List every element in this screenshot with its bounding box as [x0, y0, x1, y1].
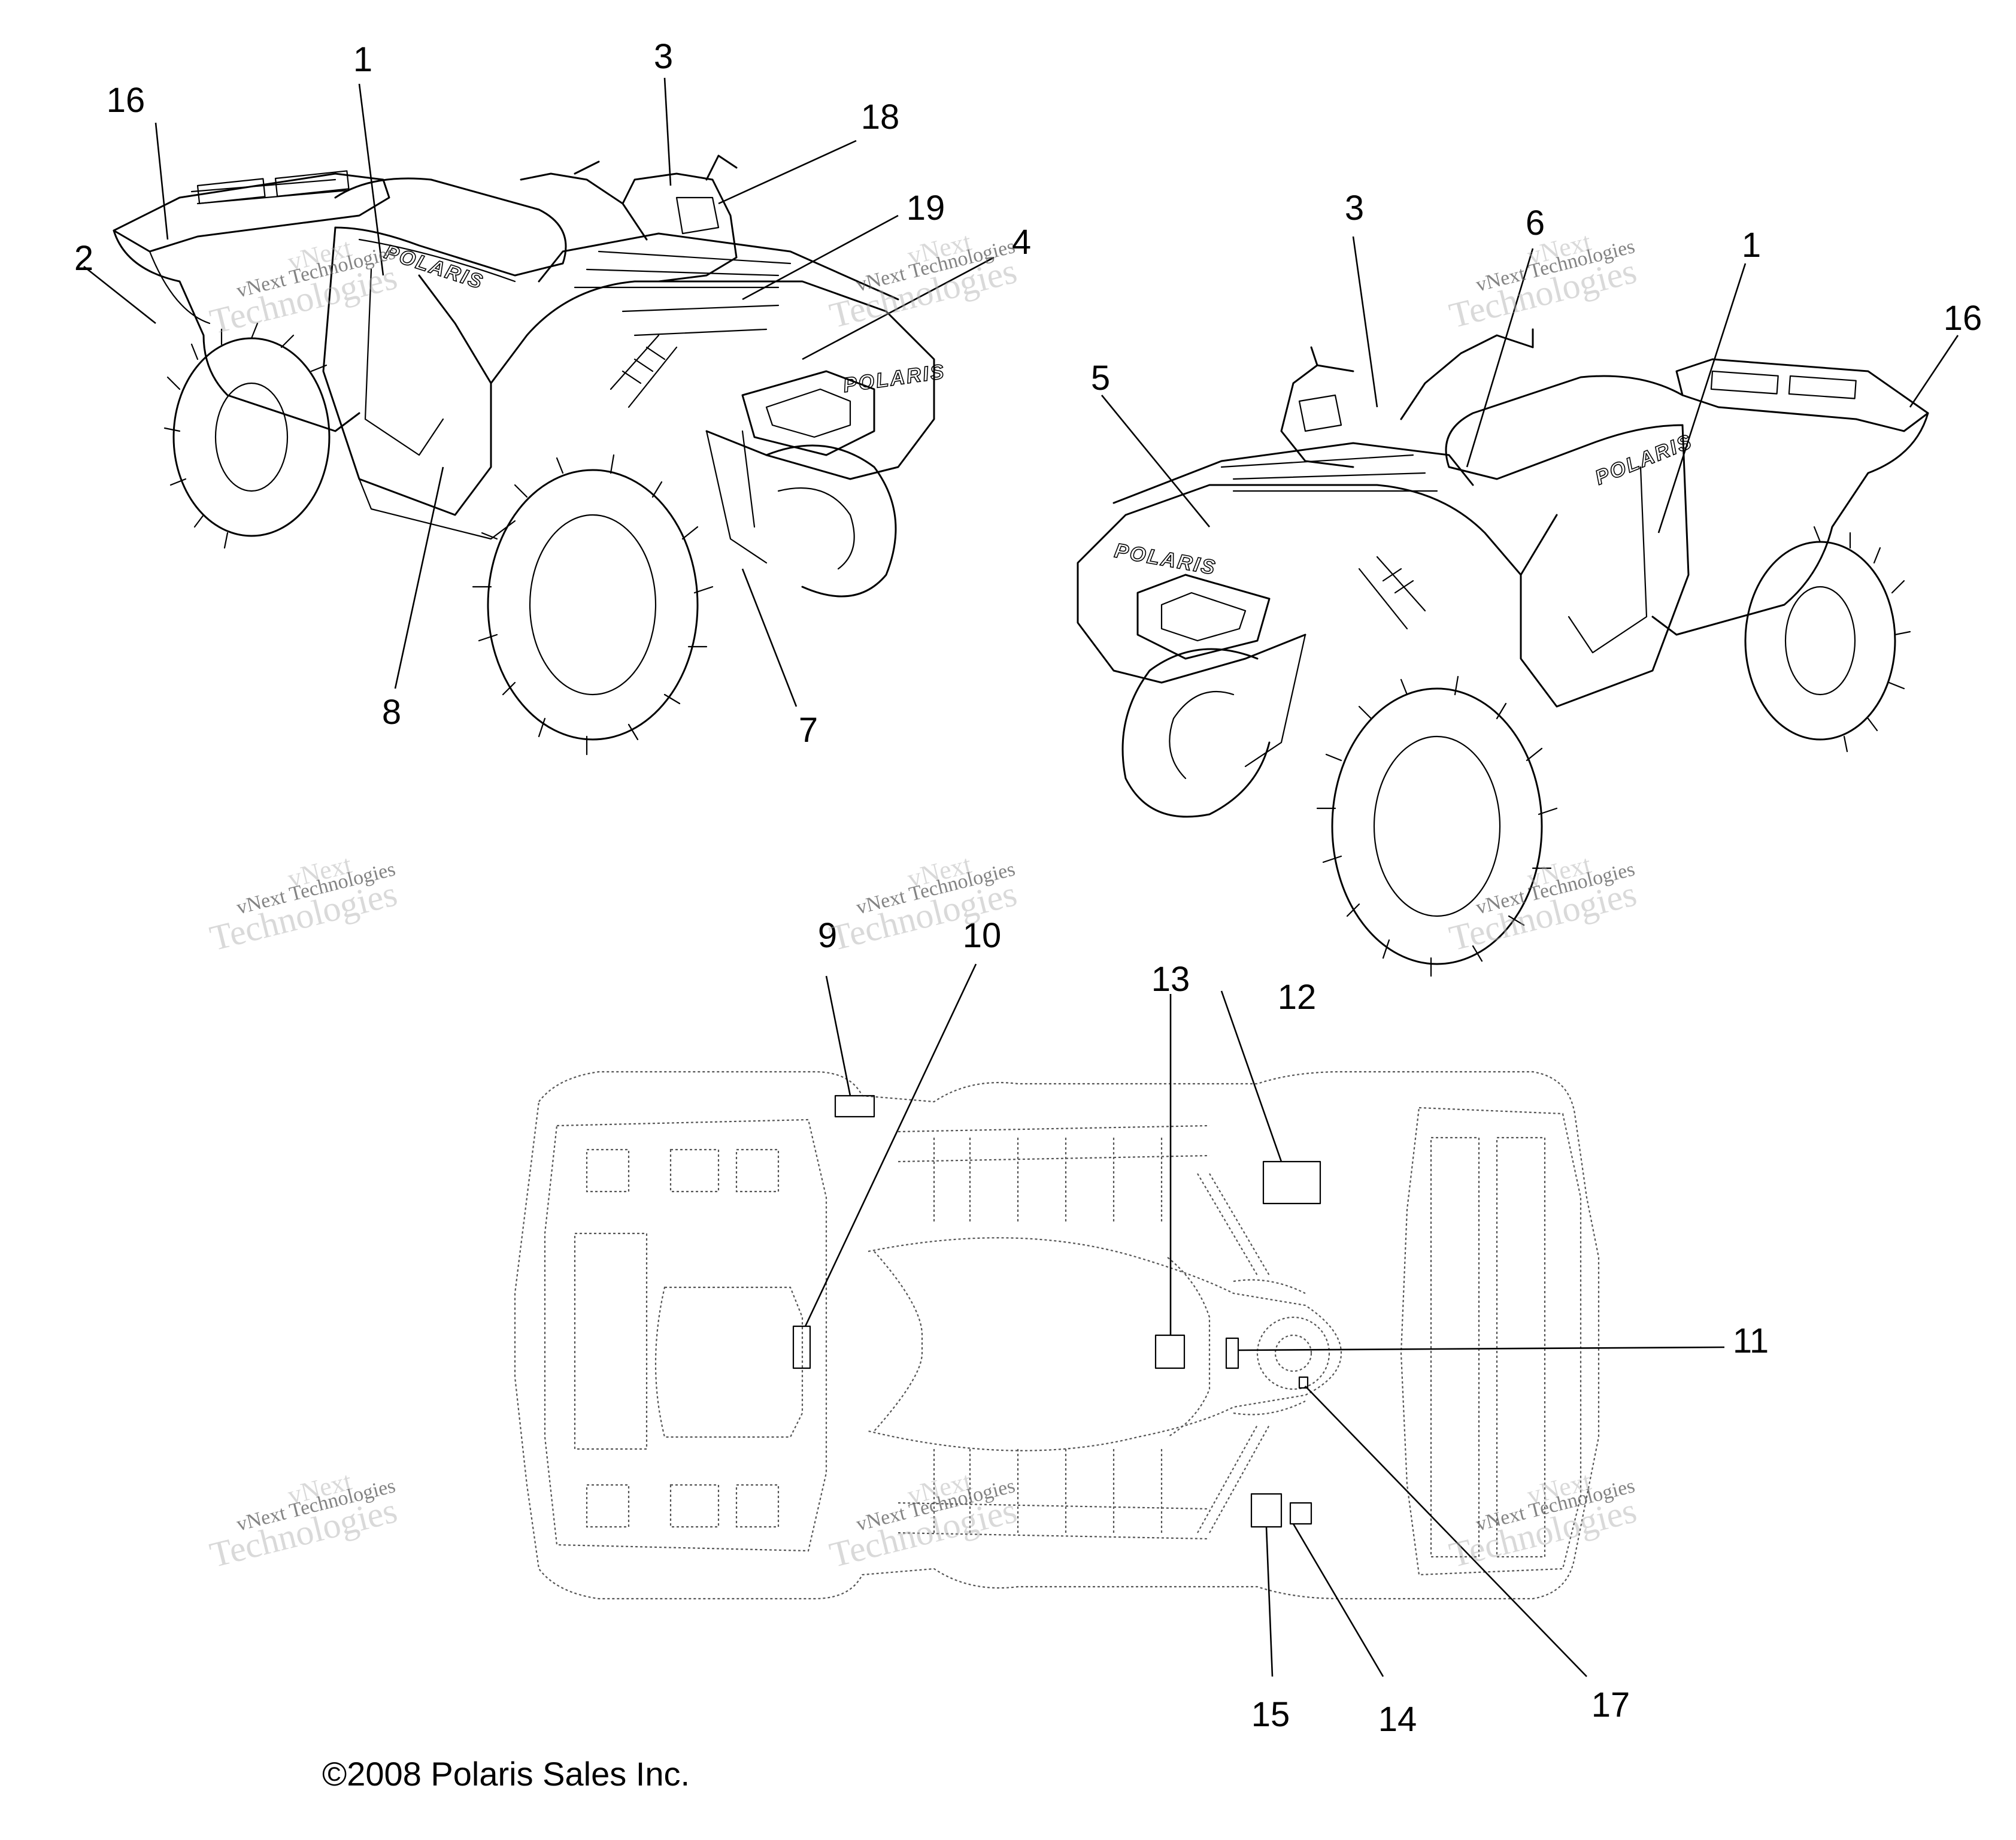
callout-4: 4: [1011, 223, 1032, 262]
polaris-logo-front-right: POLARIS: [1113, 539, 1218, 579]
polaris-logo-front: POLARIS: [842, 360, 947, 397]
callout-6: 6: [1525, 204, 1545, 242]
atv-top-view: [514, 1071, 1600, 1600]
callout-9: 9: [817, 916, 838, 955]
callout-13: 13: [1151, 960, 1190, 999]
callout-7: 7: [798, 711, 818, 750]
callout-2: 2: [74, 239, 94, 278]
atv-left-view: POLARIS POLARIS: [113, 154, 947, 756]
callout-3-left: 3: [653, 37, 674, 76]
callout-19: 19: [906, 189, 945, 228]
callout-17: 17: [1591, 1686, 1630, 1724]
callout-12: 12: [1277, 978, 1317, 1017]
callout-5: 5: [1090, 359, 1111, 398]
callout-16-left: 16: [106, 81, 145, 120]
callout-1-left: 1: [353, 40, 373, 79]
callout-18: 18: [860, 98, 900, 137]
callout-1-right: 1: [1741, 226, 1762, 265]
leader-lines: [83, 77, 1959, 1677]
callout-15: 15: [1251, 1695, 1290, 1734]
callout-8: 8: [381, 693, 402, 732]
callout-14: 14: [1378, 1700, 1417, 1739]
callout-11: 11: [1732, 1321, 1769, 1360]
callout-16-right: 16: [1943, 299, 1982, 338]
callout-3-right: 3: [1344, 189, 1365, 228]
copyright-text: ©2008 Polaris Sales Inc.: [322, 1755, 690, 1793]
callout-10: 10: [962, 916, 1002, 955]
